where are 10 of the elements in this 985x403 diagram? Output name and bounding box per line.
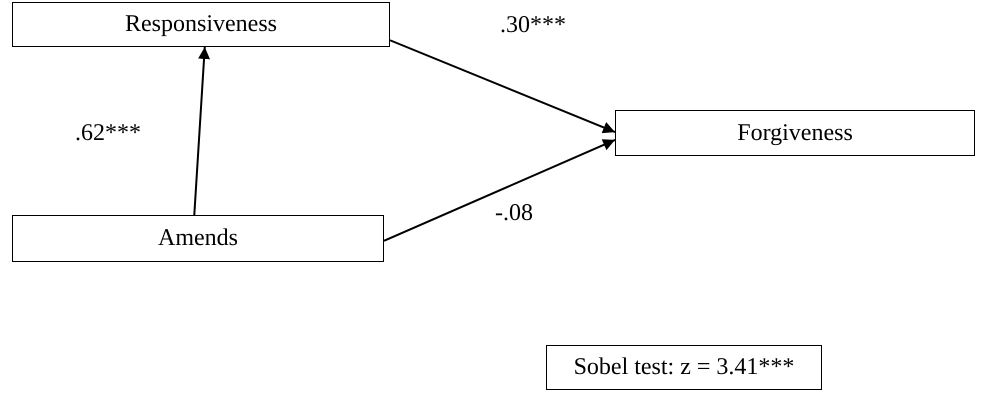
text-box: Forgiveness xyxy=(615,110,975,156)
arrow xyxy=(384,138,616,242)
text-box: Responsiveness xyxy=(12,2,390,47)
arrow xyxy=(390,39,616,134)
arrow xyxy=(193,46,210,216)
edge-label: -.08 xyxy=(495,200,533,227)
text-box: Sobel test: z = 3.41*** xyxy=(546,345,822,390)
edge-label: .30*** xyxy=(500,12,566,39)
text-box: Amends xyxy=(12,215,384,262)
edge-label: .62*** xyxy=(75,120,141,147)
